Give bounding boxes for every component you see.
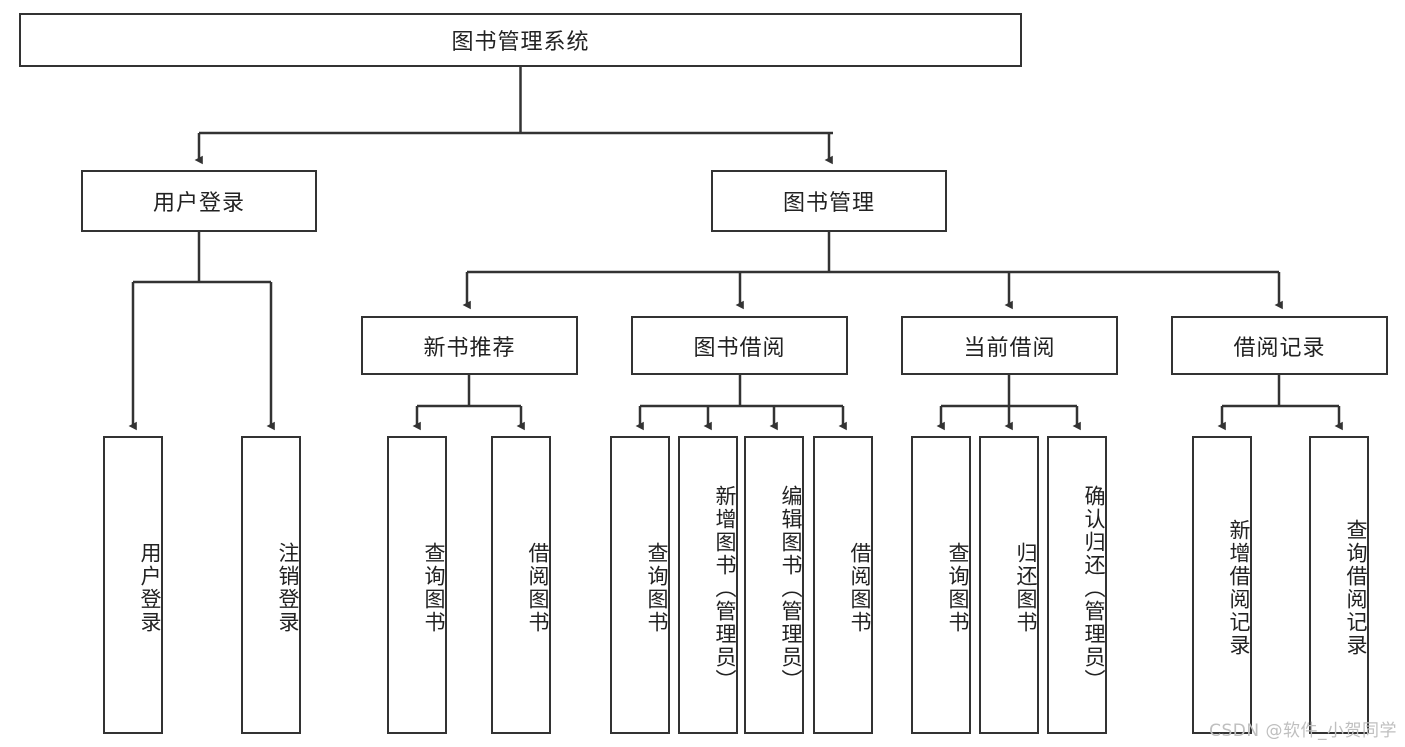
node-label: 用户登录	[152, 191, 245, 216]
node-leaf-logout-login[interactable]: 注销登录	[241, 436, 301, 734]
node-current-borrow[interactable]: 当前借阅	[901, 316, 1118, 375]
node-label: 新增图书（管理员）	[713, 484, 737, 692]
node-leaf-borrow-book-2[interactable]: 借阅图书	[813, 436, 873, 734]
node-leaf-query-record[interactable]: 查询借阅记录	[1309, 436, 1369, 734]
node-leaf-edit-book[interactable]: 编辑图书（管理员）	[744, 436, 804, 734]
node-label: 查询图书	[422, 542, 446, 634]
node-label: 图书借阅	[693, 335, 786, 361]
node-label: 编辑图书（管理员）	[779, 484, 803, 692]
node-label: 借阅记录	[1233, 335, 1326, 361]
node-leaf-user-login[interactable]: 用户登录	[103, 436, 163, 734]
csdn-watermark: CSDN @软件_小贺同学	[1209, 721, 1397, 741]
node-leaf-query-book-1[interactable]: 查询图书	[387, 436, 447, 734]
node-borrow-record[interactable]: 借阅记录	[1171, 316, 1388, 375]
node-user-login[interactable]: 用户登录	[81, 170, 317, 232]
node-leaf-borrow-book-1[interactable]: 借阅图书	[491, 436, 551, 734]
node-label: 当前借阅	[963, 335, 1056, 361]
node-book-management-system[interactable]: 图书管理系统	[19, 13, 1022, 67]
node-label: 新书推荐	[423, 335, 516, 361]
node-leaf-return-book[interactable]: 归还图书	[979, 436, 1039, 734]
node-leaf-add-book[interactable]: 新增图书（管理员）	[678, 436, 738, 734]
node-label: 用户登录	[138, 542, 162, 634]
node-label: 确认归还（管理员）	[1082, 484, 1106, 692]
node-label: 查询借阅记录	[1344, 519, 1368, 657]
node-label: 借阅图书	[526, 542, 550, 634]
node-leaf-add-record[interactable]: 新增借阅记录	[1192, 436, 1252, 734]
node-book-management[interactable]: 图书管理	[711, 170, 947, 232]
node-leaf-query-book-2[interactable]: 查询图书	[610, 436, 670, 734]
node-leaf-query-book-3[interactable]: 查询图书	[911, 436, 971, 734]
node-label: 新增借阅记录	[1227, 519, 1251, 657]
node-book-borrow[interactable]: 图书借阅	[631, 316, 848, 375]
node-label: 图书管理系统	[451, 30, 590, 55]
node-label: 借阅图书	[848, 542, 872, 634]
node-label: 查询图书	[946, 542, 970, 634]
node-label: 归还图书	[1014, 542, 1038, 634]
node-label: 查询图书	[645, 542, 669, 634]
node-leaf-confirm-return[interactable]: 确认归还（管理员）	[1047, 436, 1107, 734]
node-label: 图书管理	[782, 191, 875, 216]
node-label: 注销登录	[276, 542, 300, 634]
node-new-book-recommend[interactable]: 新书推荐	[361, 316, 578, 375]
